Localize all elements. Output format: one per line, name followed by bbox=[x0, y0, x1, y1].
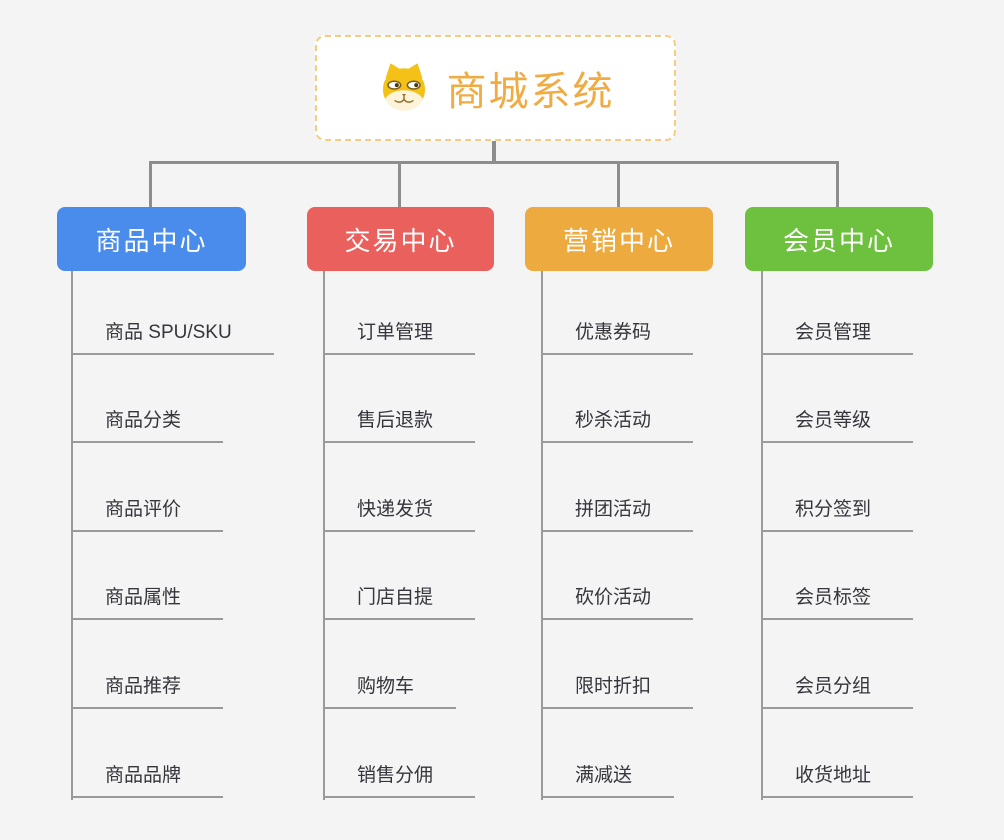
connector-branch-stub bbox=[398, 163, 401, 208]
leaf-node[interactable]: 商品分类 bbox=[71, 407, 224, 443]
leaf-node[interactable]: 秒杀活动 bbox=[541, 407, 694, 443]
leaf-node[interactable]: 限时折扣 bbox=[541, 673, 694, 709]
leaf-node[interactable]: 快递发货 bbox=[323, 496, 476, 532]
connector-column-line bbox=[71, 271, 73, 800]
branch-node-marketing[interactable]: 营销中心 bbox=[525, 207, 713, 271]
leaf-node[interactable]: 收货地址 bbox=[761, 762, 914, 798]
leaf-node[interactable]: 满减送 bbox=[541, 762, 675, 798]
leaf-node[interactable]: 会员标签 bbox=[761, 584, 914, 620]
leaf-node[interactable]: 商品 SPU/SKU bbox=[71, 319, 274, 355]
leaf-node[interactable]: 商品品牌 bbox=[71, 762, 224, 798]
leaf-node[interactable]: 销售分佣 bbox=[323, 762, 476, 798]
doge-icon bbox=[377, 59, 431, 118]
leaf-node[interactable]: 积分签到 bbox=[761, 496, 914, 532]
root-node[interactable]: 商城系统 bbox=[315, 35, 676, 141]
connector-horizontal bbox=[149, 161, 839, 164]
root-title: 商城系统 bbox=[446, 70, 615, 114]
leaf-node[interactable]: 会员分组 bbox=[761, 673, 914, 709]
leaf-node[interactable]: 订单管理 bbox=[323, 319, 476, 355]
leaf-node[interactable]: 商品推荐 bbox=[71, 673, 224, 709]
branch-node-trade[interactable]: 交易中心 bbox=[307, 207, 494, 271]
connector-column-line bbox=[541, 271, 543, 800]
leaf-node[interactable]: 砍价活动 bbox=[541, 584, 694, 620]
leaf-node[interactable]: 会员等级 bbox=[761, 407, 914, 443]
leaf-node[interactable]: 拼团活动 bbox=[541, 496, 694, 532]
connector-column-line bbox=[761, 271, 763, 800]
connector-column-line bbox=[323, 271, 325, 800]
leaf-node[interactable]: 售后退款 bbox=[323, 407, 476, 443]
leaf-node[interactable]: 门店自提 bbox=[323, 584, 476, 620]
connector-branch-stub bbox=[149, 163, 152, 208]
leaf-node[interactable]: 购物车 bbox=[323, 673, 457, 709]
branch-node-products[interactable]: 商品中心 bbox=[57, 207, 246, 271]
leaf-node[interactable]: 会员管理 bbox=[761, 319, 914, 355]
leaf-node[interactable]: 商品属性 bbox=[71, 584, 224, 620]
branch-node-members[interactable]: 会员中心 bbox=[745, 207, 933, 271]
connector-root-stub bbox=[492, 141, 496, 163]
leaf-node[interactable]: 优惠券码 bbox=[541, 319, 694, 355]
leaf-node[interactable]: 商品评价 bbox=[71, 496, 224, 532]
connector-branch-stub bbox=[836, 163, 839, 208]
connector-branch-stub bbox=[617, 163, 620, 208]
